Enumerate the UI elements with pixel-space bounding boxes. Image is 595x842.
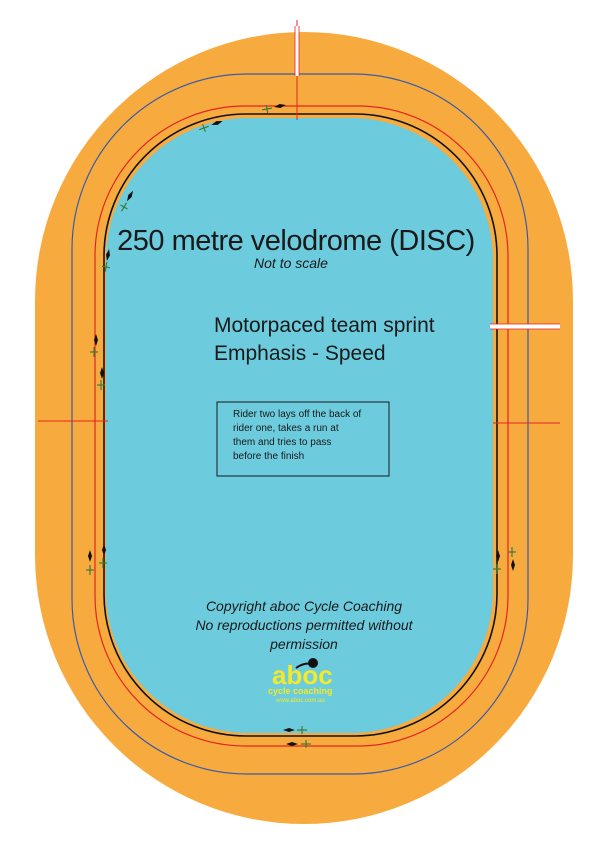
motorbike-marker-icon [127,190,133,202]
cyclist-marker-icon [493,564,501,574]
riders-layer [86,104,516,748]
motorbike-marker-icon [211,120,223,126]
copyright-line-3: permission [269,636,338,652]
motorbike-marker-icon [94,334,98,346]
motorbike-marker-icon [511,559,515,571]
logo-tagline: cycle coaching [268,686,333,696]
cyclist-marker-icon [199,124,209,132]
motorbike-marker-icon [100,367,104,379]
cyclist-marker-icon [508,547,516,557]
sprinter-line [94,105,509,747]
aboc-logo: aboc cycle coaching www.aboc.com.au [268,658,333,704]
pursuit-line [490,323,560,330]
note-line-2: rider one, takes a run at [233,423,339,434]
heading-line-1: Motorpaced team sprint [214,314,435,337]
heading-line-2: Emphasis - Speed [214,342,386,365]
cyclist-marker-icon [261,104,273,114]
motorbike-marker-icon [283,728,295,732]
copyright-line-1: Copyright aboc Cycle Coaching [206,598,402,614]
motorbike-marker-icon [496,550,500,562]
cyclist-marker-icon [99,558,107,568]
note-line-4: before the finish [233,451,304,462]
motorbike-marker-icon [88,550,92,562]
cyclist-marker-icon [101,261,111,273]
infield [106,118,493,733]
note-box [216,401,390,477]
cyclist-marker-icon [301,740,311,748]
cyclist-marker-icon [120,202,128,212]
cyclist-marker-icon [97,380,105,390]
motorbike-marker-icon [286,742,298,746]
note-line-1: Rider two lays off the back of [233,409,361,420]
motorbike-marker-icon [274,104,286,108]
note-line-3: them and tries to pass [233,437,331,448]
finish-line [294,20,300,120]
copyright-line-2: No reproductions permitted without [195,617,413,633]
motorbike-marker-icon [102,544,106,556]
diagram-title: 250 metre velodrome (DISC) [117,225,475,257]
cyclist-marker-icon [90,347,98,357]
motorbike-marker-icon [106,249,110,261]
logo-url: www.aboc.com.au [275,698,325,704]
measurement-line [103,113,498,737]
diagram-subtitle: Not to scale [254,255,328,271]
stayer-line [71,73,529,775]
cyclist-marker-icon [297,726,307,734]
cyclist-marker-icon [86,565,94,575]
